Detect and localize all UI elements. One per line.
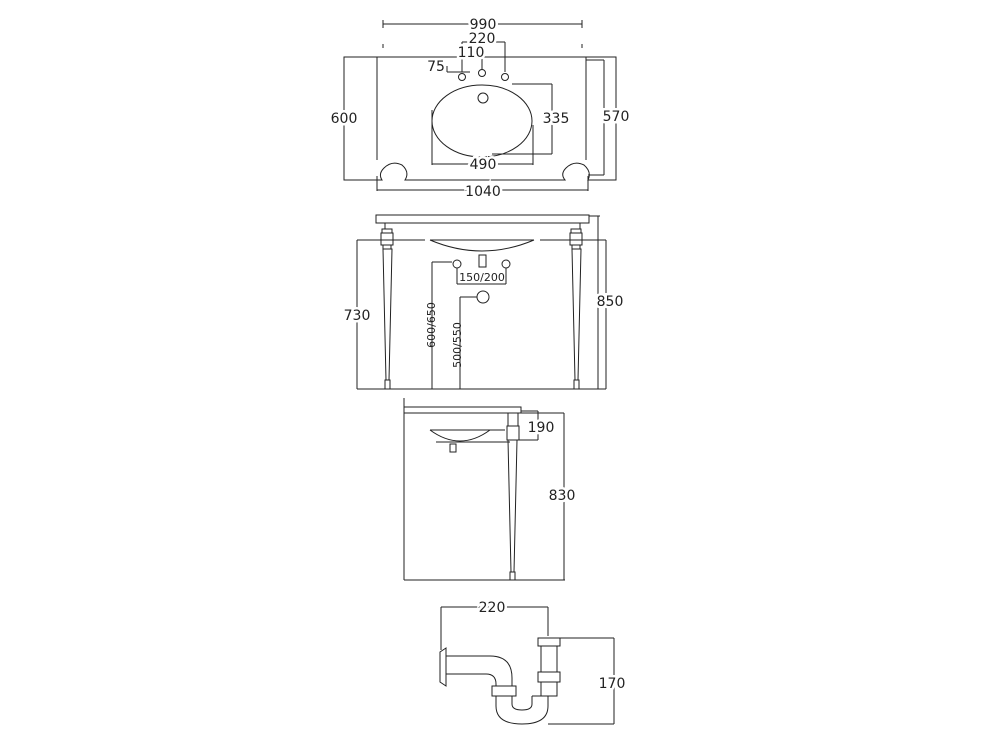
- dim-220-trap: 220: [479, 600, 506, 616]
- side-leg: [506, 412, 520, 581]
- dim-150-200: 150/200: [459, 271, 505, 284]
- front-top-slab: [375, 214, 590, 224]
- dim-490: 490: [470, 157, 497, 173]
- front-right-leg: [569, 228, 583, 390]
- trap-u-bend: [495, 696, 549, 725]
- trap-wall-flange: [439, 647, 447, 687]
- dim-600-650: 600/650: [425, 302, 438, 348]
- dim-730: 730: [344, 308, 371, 324]
- dim-190: 190: [528, 420, 555, 436]
- plan-top-outline: [343, 56, 617, 181]
- dim-830: 830: [549, 488, 576, 504]
- side-bowl: [429, 429, 491, 442]
- side-top-slab: [403, 406, 522, 414]
- dim-110-taps: 110: [458, 45, 485, 61]
- front-bowl: [429, 239, 535, 252]
- plan-view: 990 220 110 75 335 490 600: [328, 15, 632, 203]
- dim-570: 570: [603, 109, 630, 125]
- trap-arm: [446, 655, 513, 686]
- dim-170: 170: [599, 676, 626, 692]
- dim-220-taps: 220: [469, 31, 496, 47]
- dim-335: 335: [543, 111, 570, 127]
- dim-75: 75: [427, 59, 445, 75]
- plan-bowl: [431, 84, 533, 158]
- front-view: 730 850 150/200 600/650 500/550: [341, 214, 626, 390]
- dim-500-550: 500/550: [451, 322, 464, 368]
- dim-990: 990: [470, 17, 497, 33]
- dim-1040: 1040: [465, 184, 501, 200]
- front-left-leg: [380, 228, 394, 390]
- side-view: 190 830: [403, 398, 578, 581]
- dim-850: 850: [597, 294, 624, 310]
- trap-view: 220 170: [439, 598, 628, 725]
- dim-600: 600: [331, 111, 358, 127]
